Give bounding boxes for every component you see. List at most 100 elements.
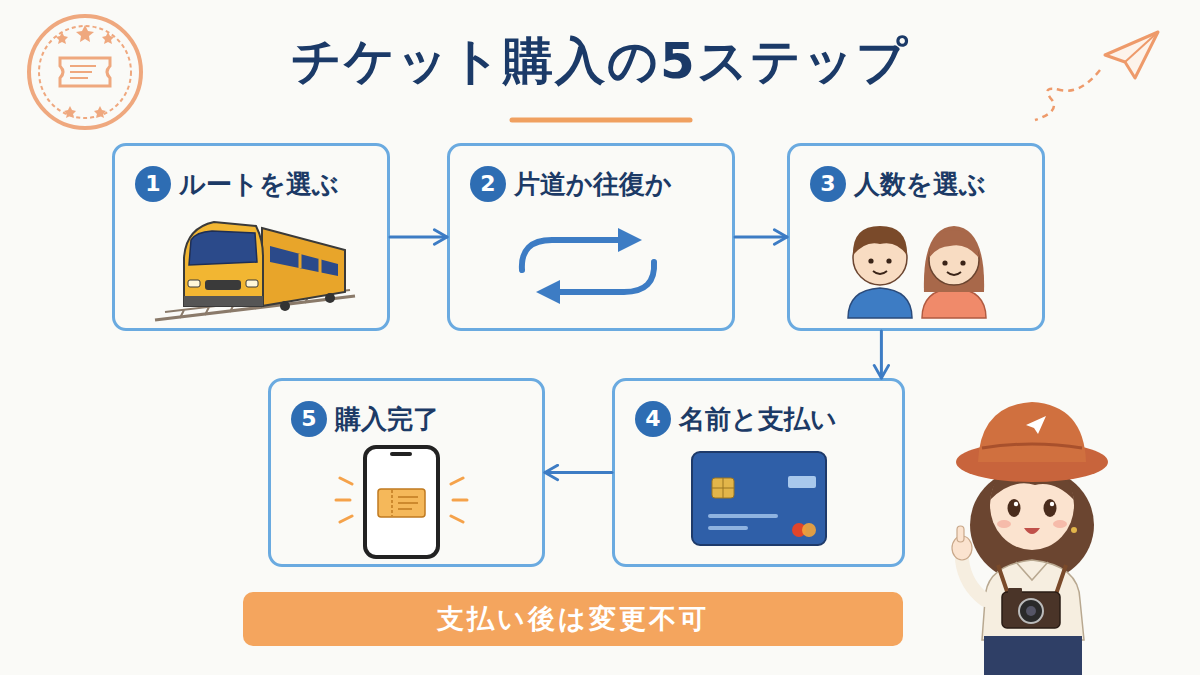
credit-card-part (712, 478, 734, 498)
guide-character-part (1053, 520, 1067, 528)
guide-character-part (984, 636, 1082, 675)
guide-character-part (1026, 606, 1036, 616)
paper-plane-part (1035, 70, 1100, 120)
round-trip-arrows-part (618, 228, 642, 252)
people-illustration-part (886, 258, 891, 263)
guide-character-part (998, 565, 1066, 600)
train-illustration-part (155, 296, 355, 320)
guide-character-part (990, 460, 1074, 550)
train-illustration-part (262, 228, 345, 306)
flow-arrow (390, 236, 447, 239)
paper-plane-part (1105, 32, 1158, 78)
step-label: ルートを選ぶ (179, 166, 339, 202)
step-box: ルートを選ぶ 1 (112, 143, 390, 331)
guide-character-part (1024, 528, 1040, 534)
people-illustration-part (960, 260, 965, 265)
guide-character-part (1026, 416, 1046, 434)
step-label: 名前と支払い (679, 401, 837, 437)
credit-card-part (708, 526, 748, 530)
guide-character-part (1002, 592, 1060, 628)
guide-character-part (1044, 499, 1057, 517)
phone-ticket-part (336, 478, 352, 522)
guide-character-part (982, 444, 1082, 448)
ticket-stamp-part (70, 66, 96, 78)
ticket-stamp-part (39, 26, 131, 118)
step-box: 名前と支払い 4 (612, 378, 905, 567)
step-number: 4 (635, 401, 671, 437)
guide-character-part (1050, 502, 1054, 506)
train-illustration-part (270, 246, 338, 276)
people-illustration-part (947, 272, 961, 275)
phone-ticket-part (451, 478, 467, 522)
warning-text: 支払い後は変更不可 (437, 601, 709, 637)
people-illustration-part (929, 230, 979, 258)
round-trip-arrows-part (522, 240, 622, 270)
people-illustration-part (853, 231, 907, 285)
credit-card-part (802, 523, 816, 537)
step-label: 片道か往復か (514, 166, 672, 202)
round-trip-arrows-part (536, 280, 560, 304)
ticket-stamp-part (56, 32, 68, 44)
step-number-text: 1 (145, 173, 160, 195)
credit-card-part (712, 478, 734, 498)
guide-character-part (1008, 588, 1022, 594)
people-illustration-part (924, 226, 984, 292)
guide-character-part (970, 467, 1094, 583)
people-illustration-part (929, 235, 979, 285)
step-box: 購入完了 5 (268, 378, 545, 567)
ticket-stamp (29, 16, 141, 128)
phone-ticket-part (378, 489, 425, 517)
paper-plane-part (1125, 32, 1158, 62)
step-number-text: 4 (645, 408, 660, 430)
guide-character-part (952, 536, 972, 560)
credit-card-part (788, 476, 816, 488)
train-illustration-part (300, 254, 320, 273)
guide-character-part (1071, 527, 1077, 533)
phone-ticket-part (398, 497, 418, 509)
ticket-stamp-part (76, 25, 94, 42)
guide-character-part (957, 526, 964, 542)
train-illustration-part (205, 280, 241, 290)
guide-character-part (1019, 599, 1043, 623)
train-illustration-part (184, 222, 263, 306)
title-underline (512, 118, 690, 123)
train-illustration-part (165, 290, 350, 312)
step-number: 1 (135, 166, 171, 202)
ticket-stamp-part (64, 106, 76, 118)
round-trip-arrows (522, 228, 654, 304)
step-number-text: 5 (301, 408, 316, 430)
step-label: 人数を選ぶ (854, 166, 986, 202)
ticket-stamp-part (94, 106, 106, 118)
people-illustration-part (868, 258, 873, 263)
flow-arrow (735, 236, 787, 239)
credit-card-part (692, 452, 826, 545)
guide-character-part (956, 442, 1108, 482)
phone-ticket (336, 447, 467, 557)
guide-character-part (982, 560, 1084, 640)
phone-ticket-part (390, 452, 412, 456)
train-illustration-part (325, 293, 335, 303)
phone-ticket-part (391, 490, 393, 516)
train-illustration-part (280, 301, 290, 311)
train-illustration-part (188, 280, 200, 287)
phone-ticket-part (365, 447, 438, 557)
flow-arrow (545, 471, 612, 474)
people-illustration-part (873, 271, 887, 274)
step-box: 人数を選ぶ3 (787, 143, 1045, 331)
people-illustration-part (922, 288, 986, 318)
step-number: 5 (291, 401, 327, 437)
people-illustration-part (942, 260, 947, 265)
train-illustration-part (189, 231, 257, 265)
people-illustration-part (853, 226, 907, 255)
train-illustration-part (180, 292, 334, 318)
round-trip-arrows-part (556, 262, 654, 292)
ticket-stamp-part (60, 58, 110, 86)
step-number: 3 (810, 166, 846, 202)
ticket-stamp-part (102, 32, 114, 44)
step-label: 購入完了 (335, 401, 439, 437)
step-box: 片道か往復か2 (447, 143, 735, 331)
guide-character-part (1016, 562, 1048, 580)
